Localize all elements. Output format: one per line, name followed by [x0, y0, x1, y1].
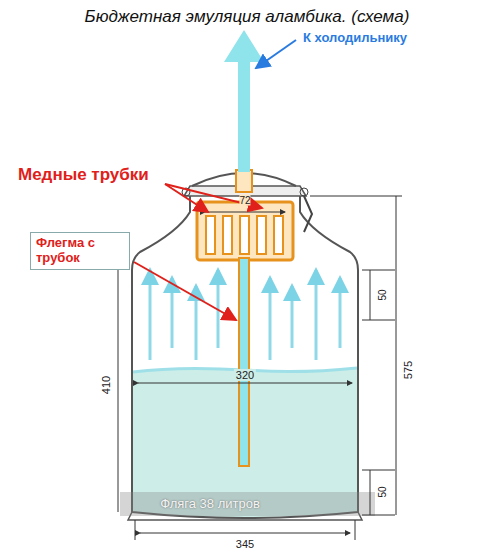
watermark: Фляга 38 литров: [160, 497, 260, 511]
dimension: 345: [234, 538, 256, 550]
dimension: 72: [239, 195, 250, 206]
outlet-label: К холодильнику: [300, 30, 410, 46]
dimension: 320: [234, 369, 256, 381]
callout-box: Флегма с трубок: [30, 232, 130, 270]
part-label: Медные трубки: [18, 166, 149, 185]
dimension: 50: [377, 289, 388, 300]
callout-text: Флегма с трубок: [36, 236, 124, 266]
dimension: 410: [100, 376, 112, 394]
dimension: 50: [377, 486, 388, 497]
title: Бюджетная эмуляция аламбика. (схема): [85, 8, 410, 27]
dimension: 575: [402, 361, 414, 379]
